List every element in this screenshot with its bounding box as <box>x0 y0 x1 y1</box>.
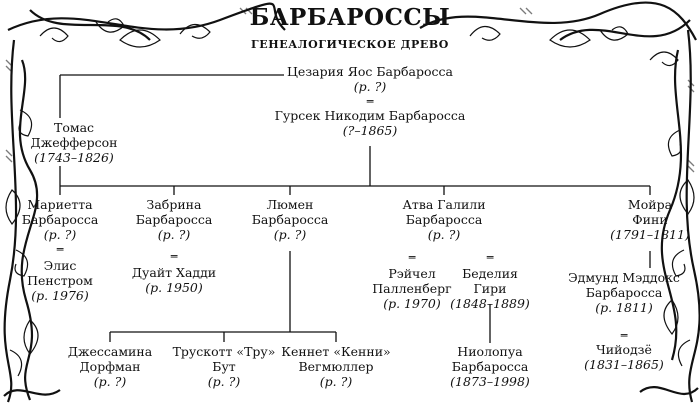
person-zabrina: Забрина Барбаросса (р. ?) <box>136 197 213 242</box>
person-name-2: Барбаросса <box>451 359 529 374</box>
person-dates: (1743–1826) <box>34 150 114 165</box>
person-elis: Элис Пенстром (р. 1976) <box>27 258 93 303</box>
person-kennet: Кеннет «Кенни» Вегмюллер (р. ?) <box>281 344 390 389</box>
person-lyumen: Люмен Барбаросса (р. ?) <box>252 197 329 242</box>
marriage-symbol: ═ <box>170 250 178 263</box>
person-name: Эдмунд Мэддокс <box>568 270 680 285</box>
person-name: Томас <box>53 120 95 135</box>
person-dates: (1873–1998) <box>450 374 530 389</box>
person-truskott: Трускотт «Тру» Бут (р. ?) <box>173 344 276 389</box>
person-dates: (р. ?) <box>319 374 353 389</box>
person-name-2: Барбаросса <box>21 212 99 227</box>
person-niolopua: Ниолопуа Барбаросса (1873–1998) <box>450 344 530 389</box>
person-name-2: Бут <box>212 359 236 374</box>
person-dates: (р. ?) <box>427 227 461 242</box>
person-tomas: Томас Джефферсон (1743–1826) <box>31 120 118 165</box>
page-subtitle: ГЕНЕАЛОГИЧЕСКОЕ ДРЕВО <box>251 38 449 51</box>
person-name-2: Фини <box>632 212 668 227</box>
person-name: Мойра <box>627 197 673 212</box>
person-dates: (р. ?) <box>157 227 191 242</box>
person-dates: (р. 1976) <box>31 288 89 303</box>
person-bedeliya: Беделия Гири (1848–1889) <box>450 266 530 311</box>
person-atva: Атва Галили Барбаросса (р. ?) <box>402 197 485 242</box>
person-dates: (р. ?) <box>273 227 307 242</box>
person-name: Атва Галили <box>402 197 486 212</box>
person-name: Элис <box>43 258 77 273</box>
page-title: БАРБАРОССЫ <box>249 4 451 31</box>
person-moyra: Мойра Фини (1791–1811) <box>610 197 690 242</box>
person-name: Беделия <box>462 266 518 281</box>
person-gursek: Гурсек Никодим Барбаросса (?–1865) <box>275 108 466 138</box>
person-dates: (1848–1889) <box>450 296 530 311</box>
marriage-symbol: ═ <box>486 251 494 264</box>
person-dates: (р. 1950) <box>145 280 203 295</box>
marriage-symbol: ═ <box>56 243 64 256</box>
person-chiyodze: Чийодзё (1831–1865) <box>584 342 664 372</box>
person-name: Дуайт Хадди <box>131 265 217 280</box>
person-name: Гурсек Никодим Барбаросса <box>274 108 466 123</box>
person-edmund: Эдмунд Мэддокс Барбаросса (р. 1811) <box>568 270 680 315</box>
person-marietta: Мариетта Барбаросса (р. ?) <box>22 197 99 242</box>
person-dates: (р. ?) <box>93 374 127 389</box>
marriage-symbol: ═ <box>620 329 628 342</box>
person-dates: (р. ?) <box>207 374 241 389</box>
person-name: Чийодзё <box>596 342 652 357</box>
person-name-2: Палленберг <box>372 281 452 296</box>
person-dates: (1791–1811) <box>610 227 690 242</box>
person-name-2: Барбаросса <box>251 212 329 227</box>
person-dates: (р. 1970) <box>383 296 441 311</box>
person-name: Люмен <box>266 197 314 212</box>
marriage-symbol: ═ <box>408 251 416 264</box>
person-name: Мариетта <box>27 197 93 212</box>
person-name: Рэйчел <box>388 266 436 281</box>
person-name-2: Пенстром <box>27 273 93 288</box>
person-name: Кеннет «Кенни» <box>281 344 391 359</box>
person-name-2: Вегмюллер <box>298 359 374 374</box>
marriage-symbol: ═ <box>366 95 374 108</box>
person-name: Забрина <box>146 197 202 212</box>
person-dates: (р. ?) <box>353 79 387 94</box>
person-name-2: Барбаросса <box>135 212 213 227</box>
person-dates: (р. ?) <box>43 227 77 242</box>
person-name: Трускотт «Тру» <box>172 344 276 359</box>
person-name-2: Барбаросса <box>405 212 483 227</box>
person-name: Ниолопуа <box>457 344 523 359</box>
person-cesaria: Цезария Яос Барбаросса (р. ?) <box>287 64 453 94</box>
person-dates: (1831–1865) <box>584 357 664 372</box>
person-duait: Дуайт Хадди (р. 1950) <box>132 265 216 295</box>
person-name-2: Барбаросса <box>585 285 663 300</box>
person-name-2: Гири <box>473 281 507 296</box>
person-reychel: Рэйчел Палленберг (р. 1970) <box>372 266 451 311</box>
person-name: Джессамина <box>67 344 153 359</box>
person-name-2: Джефферсон <box>30 135 118 150</box>
person-jessamina: Джессамина Дорфман (р. ?) <box>68 344 152 389</box>
person-name: Цезария Яос Барбаросса <box>287 64 453 79</box>
person-name-2: Дорфман <box>79 359 141 374</box>
person-dates: (р. 1811) <box>595 300 653 315</box>
person-dates: (?–1865) <box>342 123 398 138</box>
